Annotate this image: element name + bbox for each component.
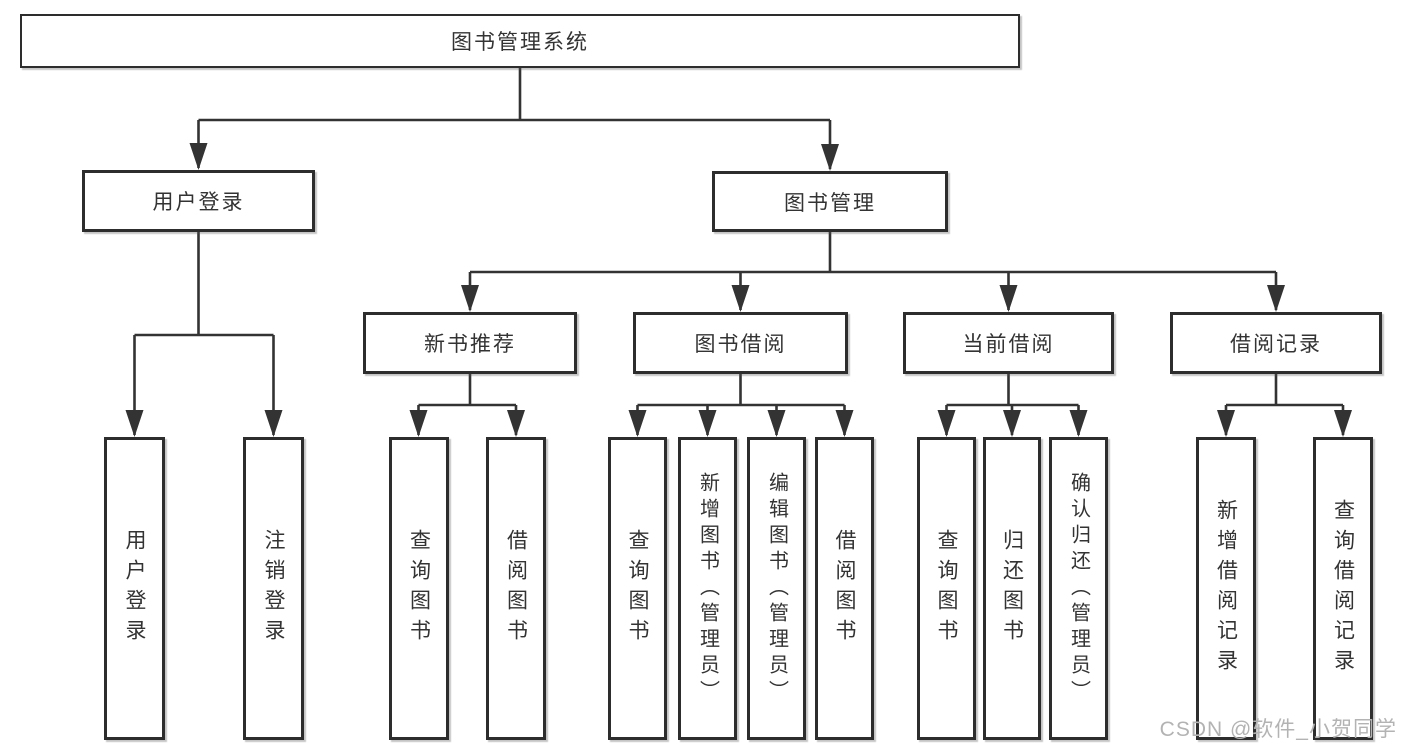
leaf-br-add-record-label: 新增借阅记录 (1214, 498, 1238, 679)
node-book-borrow: 图书借阅 (633, 312, 848, 374)
node-new-book-recommend-label: 新书推荐 (424, 333, 516, 356)
leaf-br-add-record: 新增借阅记录 (1196, 437, 1256, 740)
node-current-borrow-label: 当前借阅 (962, 333, 1055, 356)
leaf-nb-query-book-label: 查询图书 (407, 528, 431, 649)
leaf-br-query-record-label: 查询借阅记录 (1331, 498, 1355, 679)
leaf-user-login-label: 用户登录 (123, 528, 146, 649)
leaf-cb-return-book-label: 归还图书 (1000, 528, 1024, 649)
node-borrow-record: 借阅记录 (1170, 312, 1382, 374)
leaf-bb-borrow-book: 借阅图书 (815, 437, 874, 740)
node-user-login: 用户登录 (82, 170, 315, 232)
node-book-management: 图书管理 (712, 171, 948, 232)
leaf-logout-label: 注销登录 (262, 528, 285, 649)
leaf-user-login: 用户登录 (104, 437, 165, 740)
leaf-br-query-record: 查询借阅记录 (1313, 437, 1373, 740)
leaf-cb-confirm-return: 确认归还（管理员） (1049, 437, 1108, 740)
node-root-label: 图书管理系统 (451, 31, 589, 54)
node-borrow-record-label: 借阅记录 (1230, 333, 1322, 356)
leaf-bb-query-book: 查询图书 (608, 437, 667, 740)
node-current-borrow: 当前借阅 (903, 312, 1114, 374)
leaf-cb-return-book: 归还图书 (983, 437, 1041, 740)
leaf-nb-borrow-book: 借阅图书 (486, 437, 546, 740)
node-new-book-recommend: 新书推荐 (363, 312, 577, 374)
leaf-nb-borrow-book-label: 借阅图书 (504, 528, 528, 649)
leaf-bb-borrow-book-label: 借阅图书 (833, 528, 856, 649)
leaf-nb-query-book: 查询图书 (389, 437, 449, 740)
watermark: CSDN @软件_小贺同学 (1159, 718, 1397, 741)
leaf-bb-query-book-label: 查询图书 (626, 528, 649, 649)
node-user-login-label: 用户登录 (152, 191, 245, 214)
node-root: 图书管理系统 (20, 14, 1020, 68)
leaf-cb-confirm-return-label: 确认归还（管理员） (1067, 471, 1090, 706)
leaf-cb-query-book-label: 查询图书 (935, 528, 958, 649)
leaf-bb-edit-book-label: 编辑图书（管理员） (765, 471, 788, 706)
leaf-logout: 注销登录 (243, 437, 304, 740)
leaf-bb-add-book: 新增图书（管理员） (678, 437, 737, 740)
node-book-borrow-label: 图书借阅 (694, 333, 787, 356)
leaf-cb-query-book: 查询图书 (917, 437, 976, 740)
leaf-bb-add-book-label: 新增图书（管理员） (696, 471, 719, 706)
leaf-bb-edit-book: 编辑图书（管理员） (747, 437, 806, 740)
node-book-management-label: 图书管理 (784, 191, 876, 215)
